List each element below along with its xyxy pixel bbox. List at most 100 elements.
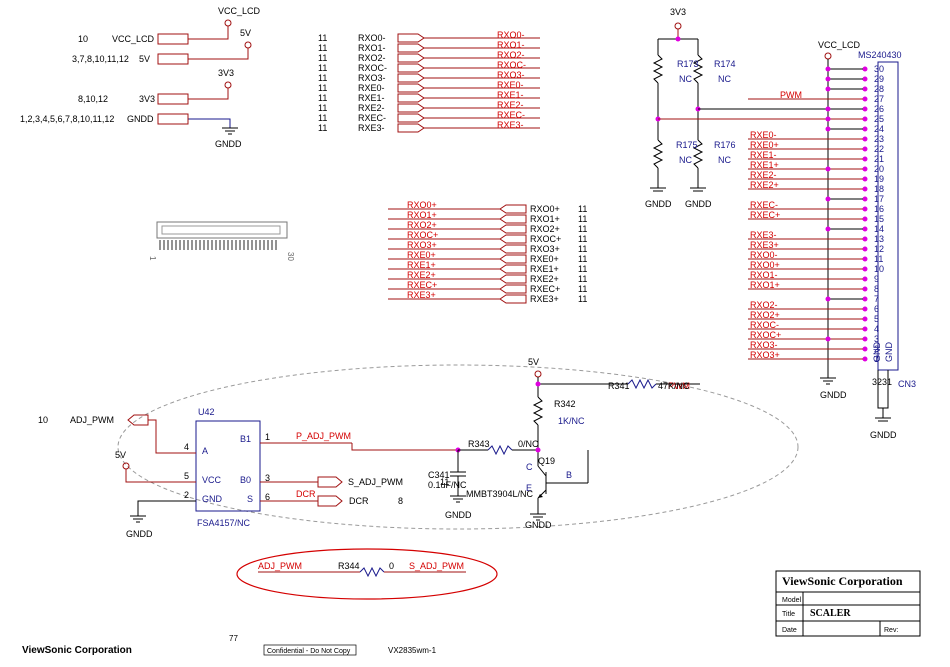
cn3-net-label: RXE1+: [750, 160, 779, 170]
cn3-pin-dot: [862, 166, 868, 172]
net-dcr: DCR: [296, 489, 316, 499]
rx-pos-port-label: RXO2+: [530, 224, 560, 234]
u42-num-5: 5: [184, 471, 189, 481]
cn3-pin-number: 15: [874, 214, 884, 224]
footprint-pin1: 1: [148, 256, 157, 261]
rx-neg-port-symbol: [397, 93, 425, 103]
rx-neg-port-label: RXE3-: [358, 123, 385, 133]
rx-neg-sheet: 11: [318, 123, 327, 133]
footer-model: VX2835wm-1: [388, 646, 437, 655]
rx-pos-sheet: 11: [578, 234, 587, 244]
rx-pos-sheet: 11: [578, 244, 587, 254]
rx-neg-net: RXE2-: [497, 100, 524, 110]
cn3-pin-number: 22: [874, 144, 884, 154]
cn3-net-label: RXOC-: [750, 320, 779, 330]
cn3-pin-dot: [862, 196, 868, 202]
u42-pin-a: A: [202, 446, 208, 456]
optional-circuit-outline: [117, 364, 799, 530]
net-p-adj-pwm: P_ADJ_PWM: [296, 431, 351, 441]
cn3-pin-number: 11: [874, 254, 883, 264]
r343-ref: R343: [468, 439, 490, 449]
rx-neg-port-symbol: [397, 83, 425, 93]
pwm-drive-circuit: R343 0/NC C341 0.1uF/NC GNDD 5V R342 1K/…: [428, 357, 700, 530]
cn3-pin-dot: [862, 216, 868, 222]
u42-num-3: 3: [265, 473, 270, 483]
u42-num-6: 6: [265, 492, 270, 502]
r341-net: PWM: [668, 381, 690, 391]
cn3-pin-number: 26: [874, 104, 884, 114]
rx-neg-net: RXEC-: [497, 110, 525, 120]
rx-pos-sheet: 11: [578, 214, 587, 224]
u42-num-2: 2: [184, 490, 189, 500]
footer-company: ViewSonic Corporation: [22, 645, 132, 656]
s-adj-pwm-sheet: 11: [440, 477, 449, 487]
cn3-pin-dot: [862, 276, 868, 282]
cn3-pin-number: 6: [874, 304, 879, 314]
adj-pwm-sheet: 10: [38, 415, 48, 425]
u42-gndd: GNDD: [126, 529, 153, 539]
rx-pos-net: RXO3+: [407, 240, 437, 250]
q19-ref: Q19: [538, 456, 555, 466]
cn3-net-label: RXO3+: [750, 350, 780, 360]
rx-neg-port-symbol: [397, 33, 425, 43]
bypass-left-net: ADJ_PWM: [258, 561, 302, 571]
r174-ref: R174: [714, 59, 736, 69]
rx-neg-port-label: RXO1-: [358, 43, 386, 53]
vcc-lcd-label: VCC_LCD: [218, 6, 261, 16]
r342-val: 1K/NC: [558, 416, 585, 426]
rx-pos-port-symbol: [499, 224, 527, 234]
rx-neg-sheet: 11: [318, 53, 327, 63]
rx-neg-sheet: 11: [318, 33, 327, 43]
r344-ref: R344: [338, 561, 360, 571]
cn3-pin-dot: [862, 176, 868, 182]
bypass-r344: ADJ_PWM S_ADJ_PWM R344 0: [236, 548, 498, 600]
port-sheet-2: 3,7,8,10,11,12: [72, 54, 129, 64]
cn3-pin-number: 13: [874, 234, 884, 244]
cn3-junction: [825, 196, 831, 202]
r175-val: NC: [679, 155, 692, 165]
cn3-pin-dot: [862, 336, 868, 342]
cn3-pin-number: 20: [874, 164, 884, 174]
rx-neg-port-label: RXE0-: [358, 83, 385, 93]
rx-pos-net: RXO2+: [407, 220, 437, 230]
rx-pos-sheet: 11: [578, 284, 587, 294]
r174-val: NC: [718, 74, 731, 84]
rx-pos-port-symbol: [499, 204, 527, 214]
q19-e: E: [526, 483, 532, 493]
q19-c: C: [526, 462, 533, 472]
cn3-pin-number: 9: [874, 274, 879, 284]
u42-pin-s: S: [247, 494, 253, 504]
cn3-pin-number: 18: [874, 184, 884, 194]
rx-pos-port-label: RXE0+: [530, 254, 559, 264]
rx-neg-net: RXO0-: [497, 30, 525, 40]
cn3-net-label: RXE2+: [750, 180, 779, 190]
dcr-port: DCR: [349, 496, 369, 506]
cn3-gnd-gndd: GNDD: [870, 430, 897, 440]
cn3-pin-dot: [862, 286, 868, 292]
port-3v3: 3V3: [139, 94, 155, 104]
rx-neg-port-symbol: [397, 43, 425, 53]
title-value: SCALER: [810, 608, 851, 619]
cn3-pin-number: 21: [874, 154, 884, 164]
u42-num-4: 4: [184, 442, 189, 452]
port-5v: 5V: [139, 54, 150, 64]
u42-part: FSA4157/NC: [197, 518, 251, 528]
footprint-pin30: 30: [286, 252, 295, 261]
cn3-ref: CN3: [898, 379, 916, 389]
cn3-junction: [825, 166, 831, 172]
cn3-pin-number: 29: [874, 74, 884, 84]
cn3-net-label: RXO0+: [750, 260, 780, 270]
cn3-net-label: RXE3-: [750, 230, 777, 240]
cn3-pin-dot: [862, 356, 868, 362]
r343-val: 0/NC: [518, 439, 539, 449]
u42-pin-vcc: VCC: [202, 475, 222, 485]
rx-positive-ports: RXO0+RXO0+11RXO1+RXO1+11RXO2+RXO2+11RXOC…: [388, 200, 587, 304]
rx-pos-port-symbol: [499, 244, 527, 254]
rx-neg-port-label: RXOC-: [358, 63, 387, 73]
cn3-pin-dot: [862, 326, 868, 332]
cn3-pin-number: 24: [874, 124, 884, 134]
cn3-pin-number: 12: [874, 244, 884, 254]
rx-neg-port-label: RXE2-: [358, 103, 385, 113]
rx-pos-port-label: RXO3+: [530, 244, 560, 254]
